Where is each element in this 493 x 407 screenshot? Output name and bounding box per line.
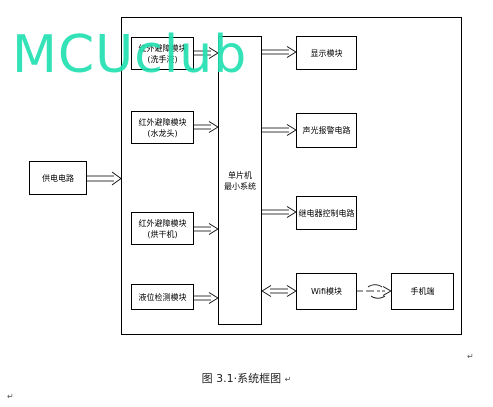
arrow-ir-faucet-to-mcu [194, 121, 219, 133]
caption-paragraph-mark: ↵ [284, 375, 292, 384]
paragraph-mark-left: ↵ [7, 392, 14, 401]
ir-module-dryer: 红外避障模块 (烘干机) [131, 212, 194, 245]
ir-module-faucet-label: 红外避障模块 [138, 117, 187, 127]
level-detect-label: 液位检测模块 [138, 292, 187, 302]
arrow-level-to-mcu [194, 292, 219, 304]
power-supply-circuit: 供电电路 [29, 161, 87, 195]
ir-module-faucet-sublabel: (水龙头) [147, 128, 178, 138]
arrow-ir-soap-to-mcu [194, 47, 219, 59]
phone-terminal: 手机端 [391, 273, 454, 310]
power-supply-label: 供电电路 [42, 173, 74, 183]
figure-caption: 图 3.1·系统框图 ↵ [0, 370, 493, 386]
mcu-sublabel: 最小系统 [224, 181, 256, 191]
arrow-wifi-phone-wireless [357, 284, 392, 299]
mcu-label: 单片机 [228, 170, 252, 180]
paragraph-mark-right: ↵ [467, 352, 474, 361]
level-detect-module: 液位检测模块 [131, 284, 194, 310]
alarm-circuit: 声光报警电路 [296, 113, 357, 148]
arrow-mcu-to-alarm [262, 124, 297, 136]
wifi-module-label: Wifi模块 [311, 287, 342, 296]
wifi-module: Wifi模块 [296, 273, 357, 310]
arrow-mcu-wifi-bidirectional [261, 285, 297, 297]
ir-module-soap: 红外避障模块 (洗手液) [131, 37, 194, 70]
system-frame [121, 17, 462, 335]
arrow-mcu-to-display [262, 46, 297, 58]
display-module: 显示模块 [296, 36, 357, 70]
ir-module-faucet: 红外避障模块 (水龙头) [131, 111, 194, 144]
ir-module-soap-label: 红外避障模块 [138, 43, 187, 53]
ir-module-dryer-label: 红外避障模块 [138, 218, 187, 228]
phone-terminal-label: 手机端 [410, 287, 435, 296]
ir-module-dryer-sublabel: (烘干机) [147, 229, 178, 239]
arrow-mcu-to-relay [262, 206, 297, 218]
arrow-power-to-system [87, 171, 122, 186]
arrow-ir-dryer-to-mcu [194, 223, 219, 235]
display-module-label: 显示模块 [310, 48, 343, 58]
relay-control-circuit: 继电器控制电路 [296, 196, 357, 230]
mcu-minimum-system: 单片机 最小系统 [218, 36, 262, 325]
relay-control-label: 继电器控制电路 [298, 208, 355, 218]
ir-module-soap-sublabel: (洗手液) [147, 54, 178, 64]
figure-caption-text: 图 3.1·系统框图 [201, 372, 282, 385]
alarm-circuit-label: 声光报警电路 [302, 126, 351, 135]
